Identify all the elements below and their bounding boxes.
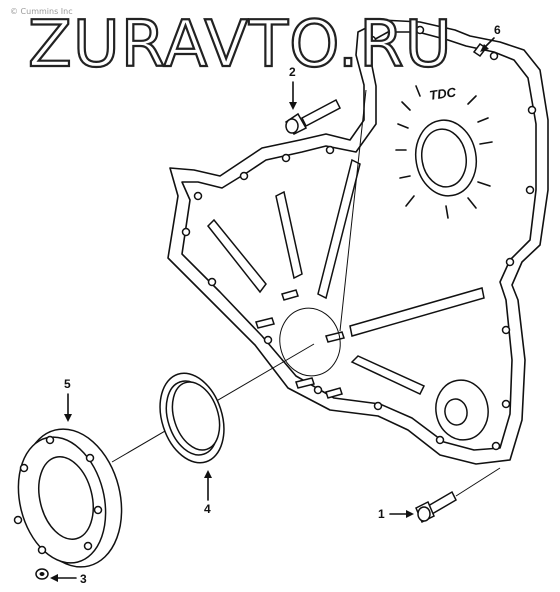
callout-5: 5 bbox=[64, 377, 72, 422]
front-gear-cover: TDC bbox=[167, 19, 549, 465]
callout-2-label: 2 bbox=[289, 65, 296, 79]
callout-3: 3 bbox=[50, 572, 87, 586]
copyright-text: © Cummins Inc bbox=[10, 7, 73, 16]
timing-marks bbox=[395, 85, 493, 219]
dowel-pins bbox=[255, 289, 345, 399]
callout-4-label: 4 bbox=[204, 502, 211, 516]
lower-boss bbox=[435, 379, 489, 441]
timing-seal-bore: TDC bbox=[395, 84, 493, 219]
callout-1-label: 1 bbox=[378, 507, 385, 521]
bolt-2-centerline bbox=[339, 89, 367, 332]
watermark-text: ZURAVTO.RU bbox=[28, 8, 453, 82]
callout-4: 4 bbox=[204, 470, 212, 516]
cap-screw-upper bbox=[284, 98, 341, 135]
small-nut bbox=[35, 568, 49, 580]
cover-ribs bbox=[206, 158, 485, 395]
bolt-1-centerline bbox=[455, 467, 501, 497]
callout-1: 1 bbox=[378, 507, 414, 521]
front-crankshaft-seal bbox=[159, 372, 225, 464]
bolt-boss-holes bbox=[181, 25, 537, 451]
callout-2: 2 bbox=[289, 65, 297, 110]
callout-5-label: 5 bbox=[64, 377, 71, 391]
callout-6-label: 6 bbox=[494, 23, 501, 37]
callout-6: 6 bbox=[480, 23, 501, 52]
cap-screw-lower bbox=[415, 490, 457, 524]
crankshaft-opening bbox=[279, 307, 341, 377]
seal-carrier-plate bbox=[13, 428, 123, 568]
callout-3-label: 3 bbox=[80, 572, 87, 586]
tdc-marking: TDC bbox=[428, 84, 457, 103]
